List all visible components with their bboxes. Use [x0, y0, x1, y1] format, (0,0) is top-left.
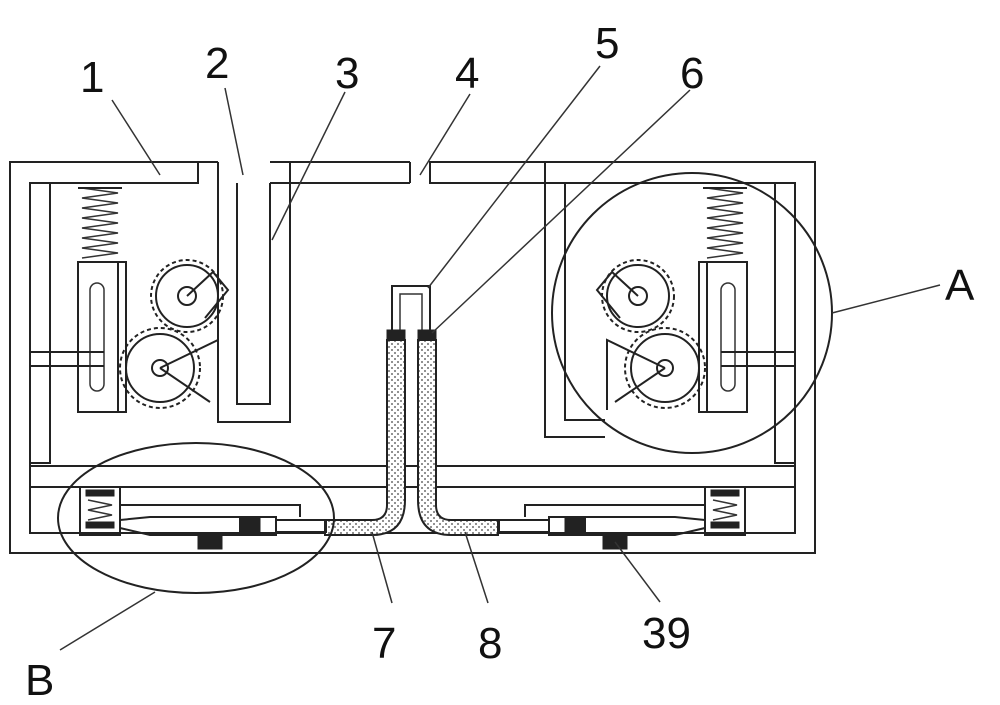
- left-mechanism: [29, 182, 230, 464]
- label-8: 8: [478, 619, 502, 668]
- detail-circle-a: [551, 172, 833, 454]
- label-7: 7: [372, 619, 396, 668]
- leader-lines: [59, 65, 941, 651]
- label-5: 5: [595, 19, 619, 68]
- label-2: 2: [205, 39, 229, 88]
- label-4: 4: [455, 49, 479, 98]
- bottom-left-assembly: [79, 486, 327, 550]
- bottom-right-assembly: [498, 486, 746, 550]
- detail-ellipse-b: [57, 442, 335, 594]
- right-channel: [544, 162, 605, 438]
- center-tubes: [324, 285, 499, 536]
- label-3: 3: [335, 49, 359, 98]
- left-u-channel: [217, 162, 291, 423]
- label-1: 1: [80, 53, 104, 102]
- label-a: A: [945, 261, 975, 310]
- label-6: 6: [680, 49, 704, 98]
- housing: [9, 161, 816, 554]
- right-mechanism: [595, 182, 796, 464]
- label-39: 39: [642, 609, 691, 658]
- label-b: B: [25, 656, 54, 705]
